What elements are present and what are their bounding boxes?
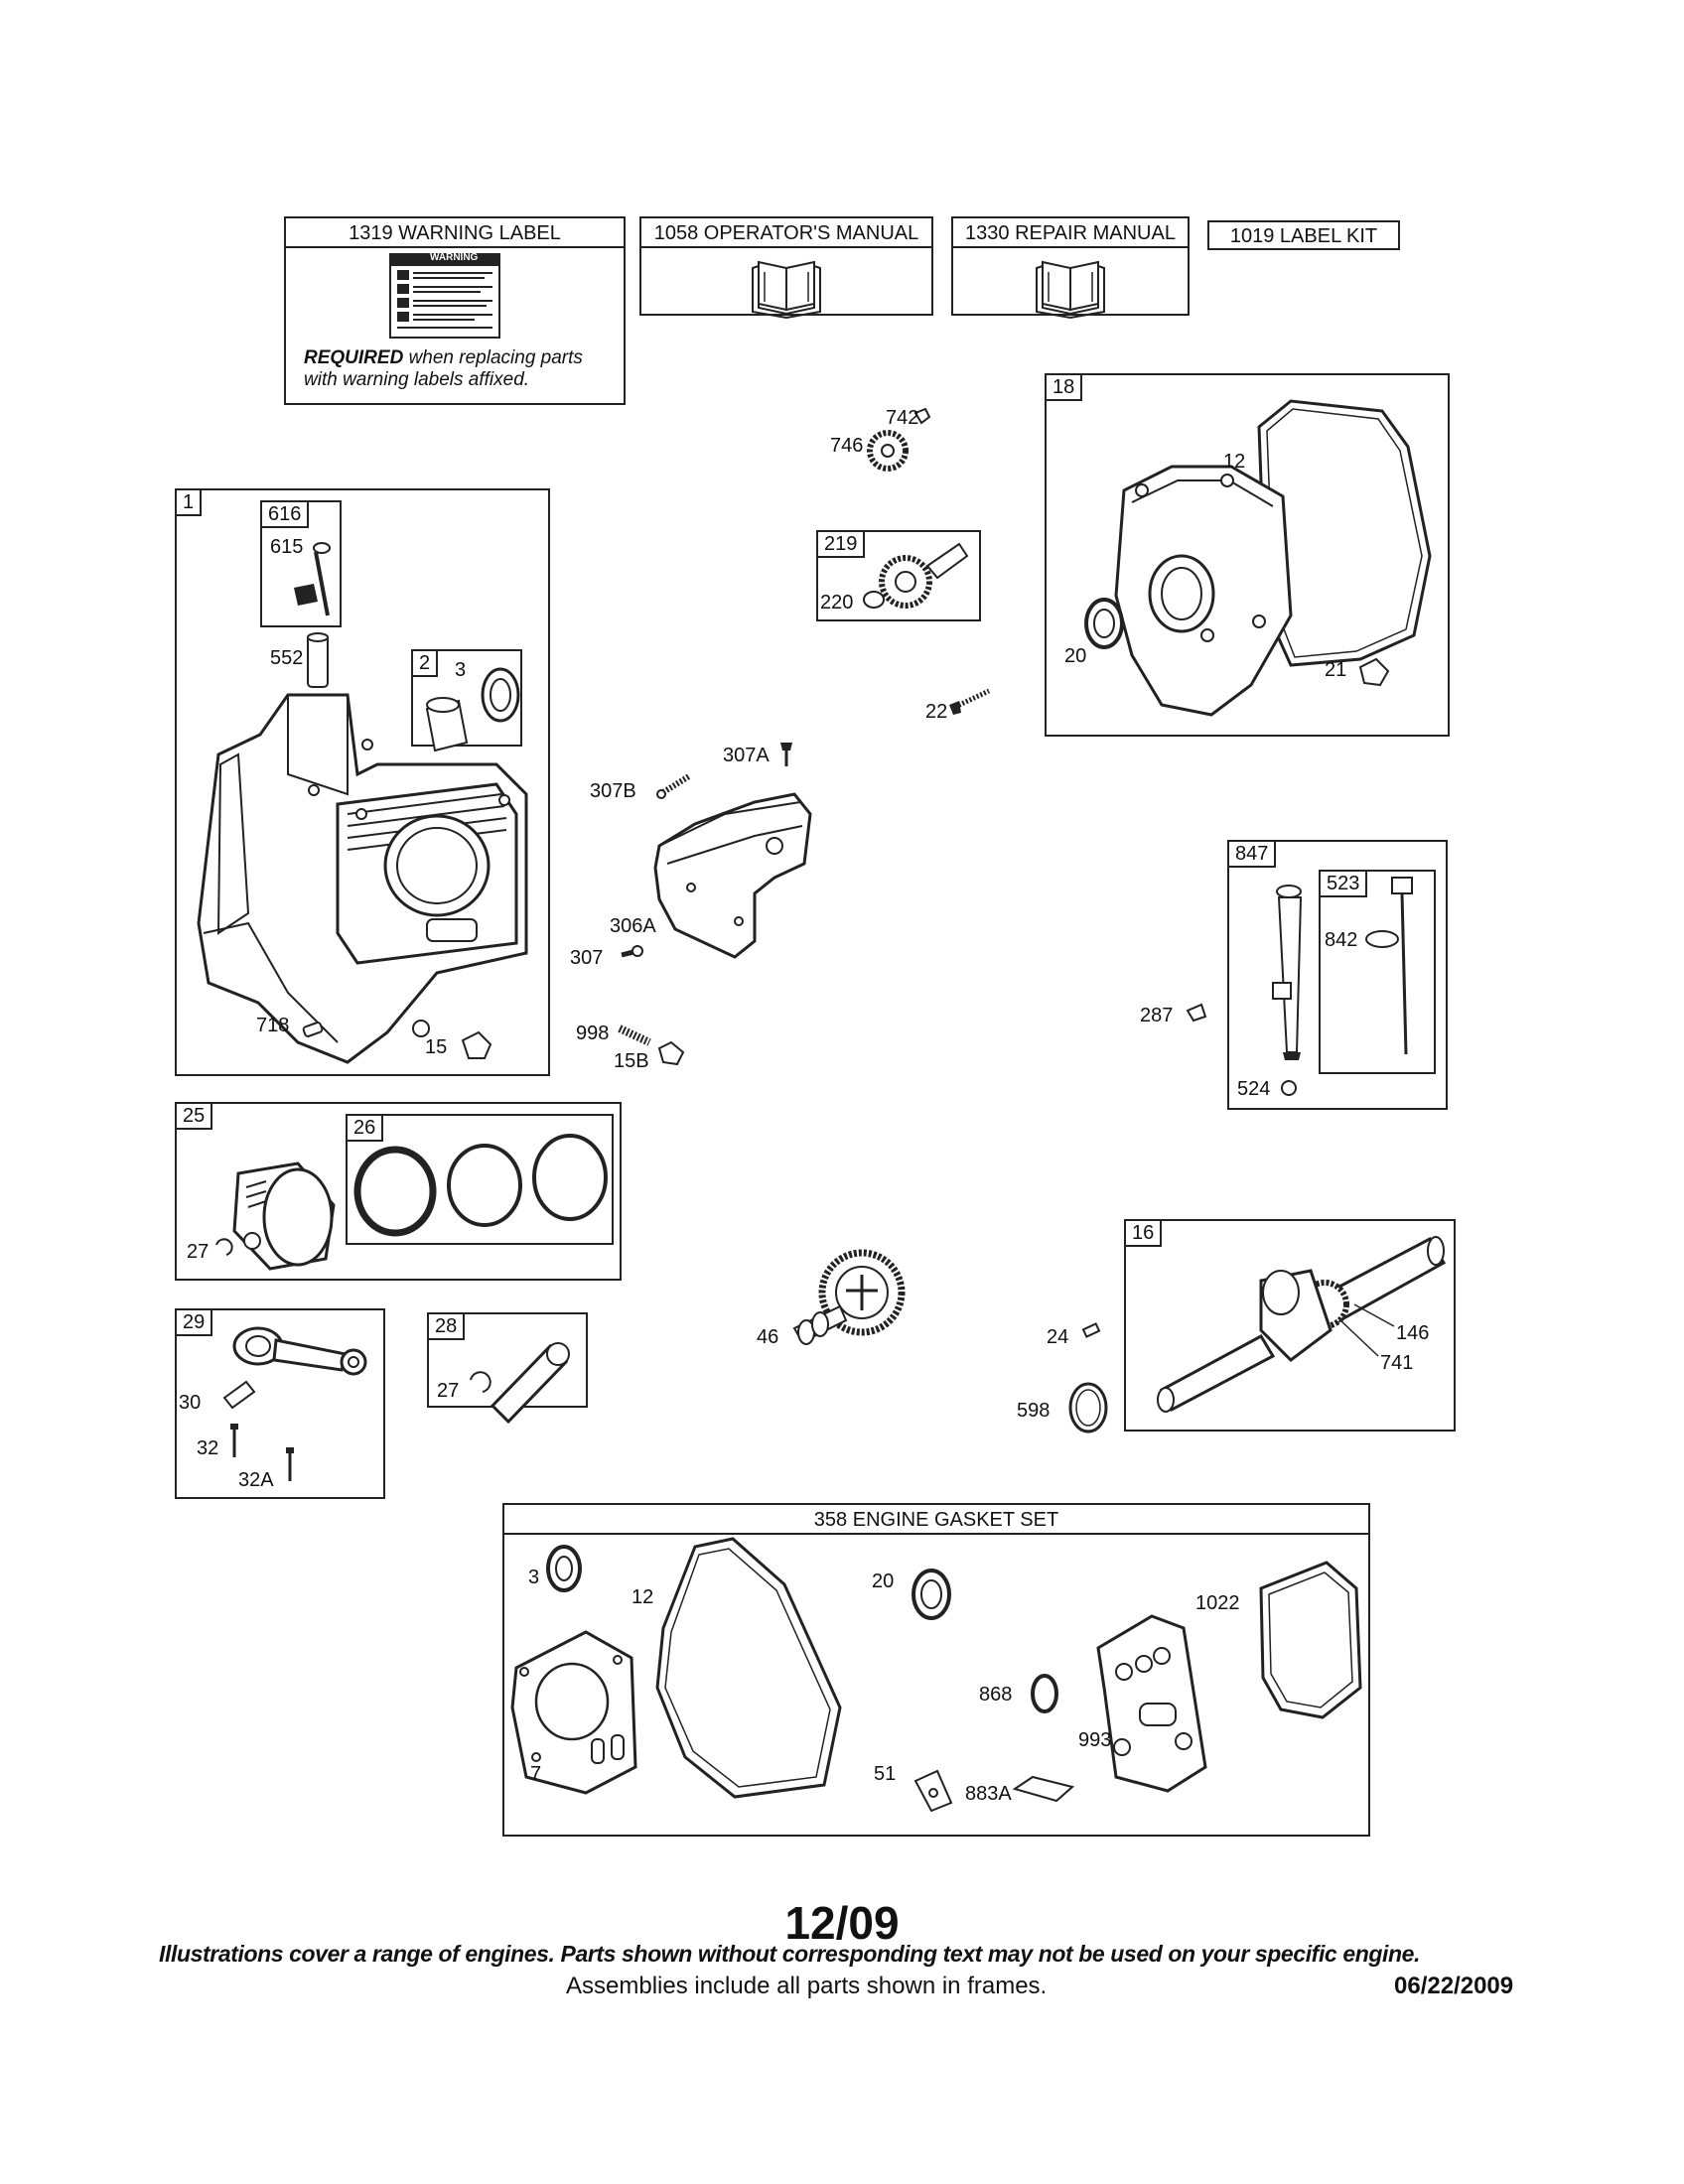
gasket-callout-3: 3 xyxy=(528,1567,540,1588)
callout-306A: 306A xyxy=(610,915,656,937)
frame-tag-16: 16 xyxy=(1124,1219,1163,1247)
book-icon xyxy=(752,260,821,320)
disclaimer-text: Illustrations cover a range of engines. … xyxy=(159,1941,1421,1967)
callout-15B: 15B xyxy=(614,1050,649,1072)
callout-32A: 32A xyxy=(238,1469,274,1491)
frame-tag-28: 28 xyxy=(427,1312,466,1340)
callout-552: 552 xyxy=(270,647,304,669)
frame-tag-219: 219 xyxy=(816,530,866,558)
warning-label-box: 1319 WARNING LABEL WARNING REQUIRED when… xyxy=(284,216,626,405)
frame-tag-29: 29 xyxy=(175,1308,213,1336)
callout-615: 615 xyxy=(270,536,304,558)
warning-note: REQUIRED when replacing parts xyxy=(304,347,583,369)
callout-27-pin: 27 xyxy=(437,1380,460,1402)
frame-tag-523: 523 xyxy=(1319,870,1368,897)
callout-307: 307 xyxy=(570,947,604,969)
warning-note-rest: when replacing parts xyxy=(403,347,583,368)
gasket-set-header: 358 ENGINE GASKET SET xyxy=(504,1505,1368,1535)
callout-746: 746 xyxy=(830,435,864,457)
gasket-callout-993: 993 xyxy=(1078,1729,1112,1751)
gasket-callout-1022: 1022 xyxy=(1195,1592,1240,1614)
revision-date: 06/22/2009 xyxy=(1394,1973,1514,1999)
callout-46: 46 xyxy=(757,1326,779,1348)
frame-tag-616: 616 xyxy=(260,500,310,528)
gasket-callout-20: 20 xyxy=(872,1570,895,1592)
warning-note-bold: REQUIRED xyxy=(304,347,404,368)
frame-tag-18: 18 xyxy=(1045,373,1083,401)
callout-718: 718 xyxy=(256,1015,290,1036)
gasket-callout-51: 51 xyxy=(874,1763,897,1785)
label-kit-box: 1019 LABEL KIT xyxy=(1207,220,1400,250)
gasket-callout-883A: 883A xyxy=(965,1783,1012,1805)
callout-307B: 307B xyxy=(590,780,636,802)
warning-decal-title: WARNING xyxy=(430,252,479,263)
callout-22: 22 xyxy=(925,701,948,723)
callout-12: 12 xyxy=(1223,451,1246,473)
callout-742: 742 xyxy=(886,407,919,429)
callout-32: 32 xyxy=(197,1437,219,1459)
callout-524: 524 xyxy=(1237,1078,1271,1100)
callout-21: 21 xyxy=(1325,659,1347,681)
warning-note-line2: with warning labels affixed. xyxy=(304,369,530,390)
operators-manual-header: 1058 OPERATOR'S MANUAL xyxy=(641,218,931,248)
callout-30: 30 xyxy=(179,1392,202,1414)
gasket-callout-7: 7 xyxy=(530,1763,542,1785)
callout-741: 741 xyxy=(1380,1352,1414,1374)
frame-tag-25: 25 xyxy=(175,1102,213,1130)
callout-20: 20 xyxy=(1064,645,1087,667)
callout-27-piston: 27 xyxy=(187,1241,210,1263)
callout-598: 598 xyxy=(1017,1400,1051,1422)
frame-tag-26: 26 xyxy=(346,1114,384,1142)
label-kit-header: 1019 LABEL KIT xyxy=(1229,225,1378,247)
warning-decal-icon xyxy=(389,253,500,339)
warning-label-header: 1319 WARNING LABEL xyxy=(286,218,624,248)
callout-998: 998 xyxy=(576,1023,610,1044)
callout-307A: 307A xyxy=(723,745,770,766)
frame-523 xyxy=(1319,870,1436,1074)
frame-tag-847: 847 xyxy=(1227,840,1277,868)
frame-tag-2: 2 xyxy=(411,649,439,677)
callout-24: 24 xyxy=(1047,1326,1069,1348)
assemblies-note: Assemblies include all parts shown in fr… xyxy=(566,1973,1048,1999)
callout-146: 146 xyxy=(1396,1322,1430,1344)
page-number: 12/09 xyxy=(784,1897,900,1949)
callout-15: 15 xyxy=(425,1036,448,1058)
frame-tag-1: 1 xyxy=(175,488,203,516)
callout-3: 3 xyxy=(455,659,467,681)
callout-842: 842 xyxy=(1325,929,1358,951)
book-icon xyxy=(1036,260,1105,320)
gasket-callout-868: 868 xyxy=(979,1684,1013,1706)
gasket-callout-12: 12 xyxy=(632,1586,654,1608)
callout-220: 220 xyxy=(820,592,854,614)
operators-manual-box: 1058 OPERATOR'S MANUAL xyxy=(639,216,933,320)
callout-287: 287 xyxy=(1140,1005,1174,1026)
repair-manual-box: 1330 REPAIR MANUAL xyxy=(951,216,1190,320)
repair-manual-header: 1330 REPAIR MANUAL xyxy=(953,218,1188,248)
